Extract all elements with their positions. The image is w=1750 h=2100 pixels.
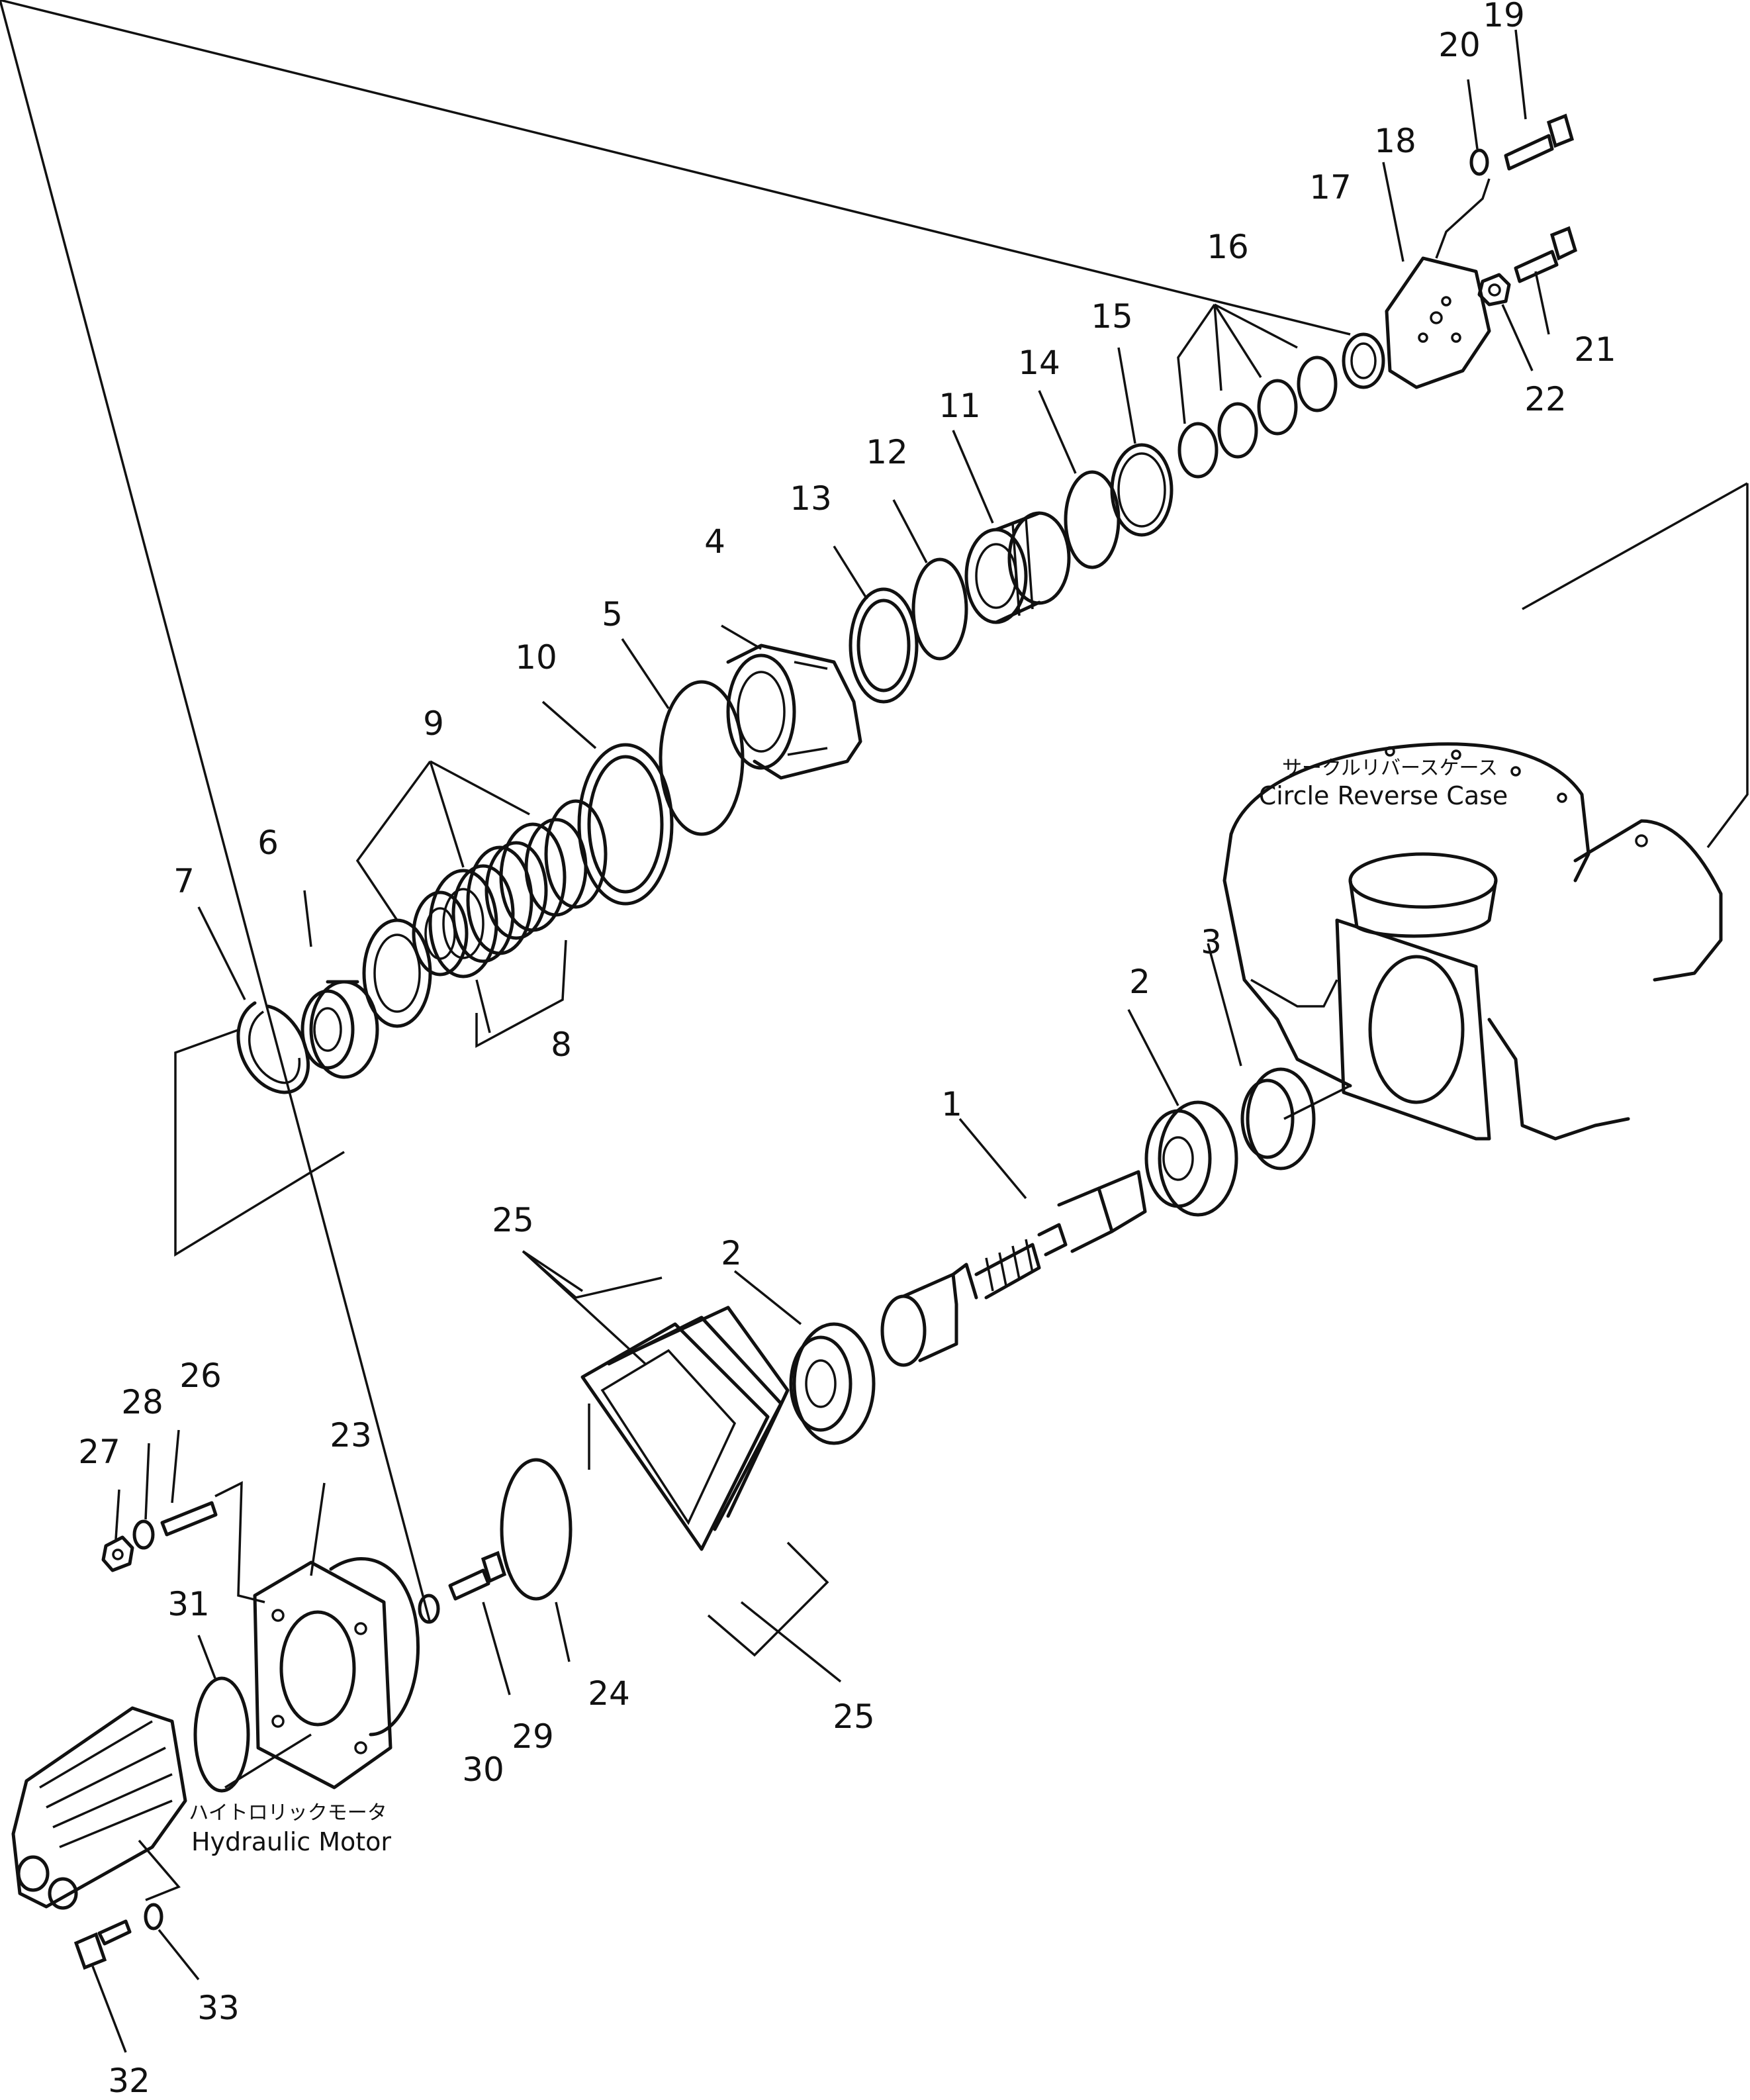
circle-reverse-case <box>1222 742 1723 1141</box>
label-4: 4 <box>704 522 725 561</box>
shaft-1 <box>880 1170 1147 1367</box>
label-25-top: 25 <box>492 1201 534 1239</box>
label-12: 12 <box>866 433 908 471</box>
label-3: 3 <box>1201 923 1222 961</box>
label-15: 15 <box>1091 297 1133 336</box>
bearing-2-right <box>1144 1100 1238 1217</box>
label-9: 9 <box>423 704 444 743</box>
label-1: 1 <box>941 1085 962 1123</box>
ring-13 <box>849 587 919 704</box>
motor-caption-jp: ハイトロリックモータ <box>189 1801 387 1825</box>
label-19: 19 <box>1483 0 1525 34</box>
label-20: 20 <box>1438 26 1481 64</box>
label-13: 13 <box>790 479 832 518</box>
bearing-2-left <box>789 1322 876 1445</box>
o-ring-12 <box>911 557 968 661</box>
cover-18 <box>1385 256 1491 389</box>
case-caption-jp: サークルリバースケース <box>1282 757 1498 780</box>
label-31: 31 <box>167 1585 210 1623</box>
label-7: 7 <box>173 862 195 900</box>
bearing-6 <box>300 980 379 1079</box>
label-23: 23 <box>330 1416 372 1455</box>
label-33: 33 <box>197 1989 240 2027</box>
shims-16 <box>1177 356 1338 479</box>
label-16: 16 <box>1207 228 1249 266</box>
label-5: 5 <box>602 595 623 634</box>
o-ring-24 <box>500 1458 573 1601</box>
bolt-29 <box>448 1551 507 1601</box>
ring-15 <box>1110 443 1174 537</box>
hub-4 <box>726 644 862 780</box>
piston-11 <box>964 511 1071 624</box>
label-22: 22 <box>1524 380 1567 418</box>
washer-28 <box>132 1519 155 1550</box>
label-32: 32 <box>108 2062 150 2100</box>
hydraulic-motor <box>11 1706 187 1910</box>
label-21: 21 <box>1574 330 1616 369</box>
bolt-32 <box>73 1919 132 1970</box>
label-29: 29 <box>512 1717 554 1756</box>
label-11: 11 <box>939 387 981 425</box>
o-ring-5 <box>659 680 745 836</box>
label-6: 6 <box>257 824 279 862</box>
bushing-17 <box>1342 332 1385 389</box>
o-ring-31 <box>193 1676 250 1793</box>
case-caption-en: Circle Reverse Case <box>1259 781 1508 810</box>
label-2-right: 2 <box>1129 963 1150 1001</box>
nut-22 <box>1477 273 1511 307</box>
label-17: 17 <box>1309 168 1352 207</box>
label-28: 28 <box>121 1383 163 1421</box>
label-26: 26 <box>179 1357 222 1395</box>
gaskets-25 <box>580 1306 790 1551</box>
callout-leaders <box>0 0 1550 2053</box>
label-27: 27 <box>78 1433 120 1471</box>
label-10: 10 <box>515 638 557 677</box>
label-24: 24 <box>588 1674 630 1713</box>
motor-caption-en: Hydraulic Motor <box>191 1827 391 1856</box>
bolt-19 <box>1504 113 1575 171</box>
label-14: 14 <box>1018 344 1060 382</box>
flange-23 <box>253 1557 420 1790</box>
seal-3 <box>1240 1067 1316 1170</box>
label-30: 30 <box>462 1750 504 1789</box>
label-8: 8 <box>551 1026 572 1064</box>
bolt-21 <box>1514 226 1578 283</box>
nut-27 <box>101 1535 134 1572</box>
washer-20 <box>1469 148 1489 176</box>
label-18: 18 <box>1374 122 1416 160</box>
assembly-guide-lines <box>174 482 1749 1257</box>
clutch-plates-9 <box>362 799 608 1028</box>
friction-discs-8 <box>412 818 588 977</box>
label-2-left: 2 <box>721 1234 742 1272</box>
stud-26 <box>160 1501 218 1537</box>
label-25-bottom: 25 <box>833 1697 875 1736</box>
part-number-labels: 1 2 2 3 4 5 6 7 8 9 10 11 12 13 14 15 16… <box>78 0 1616 2100</box>
washer-33 <box>144 1903 163 1931</box>
snap-ring-7 <box>236 1001 310 1094</box>
ring-10 <box>577 743 674 906</box>
